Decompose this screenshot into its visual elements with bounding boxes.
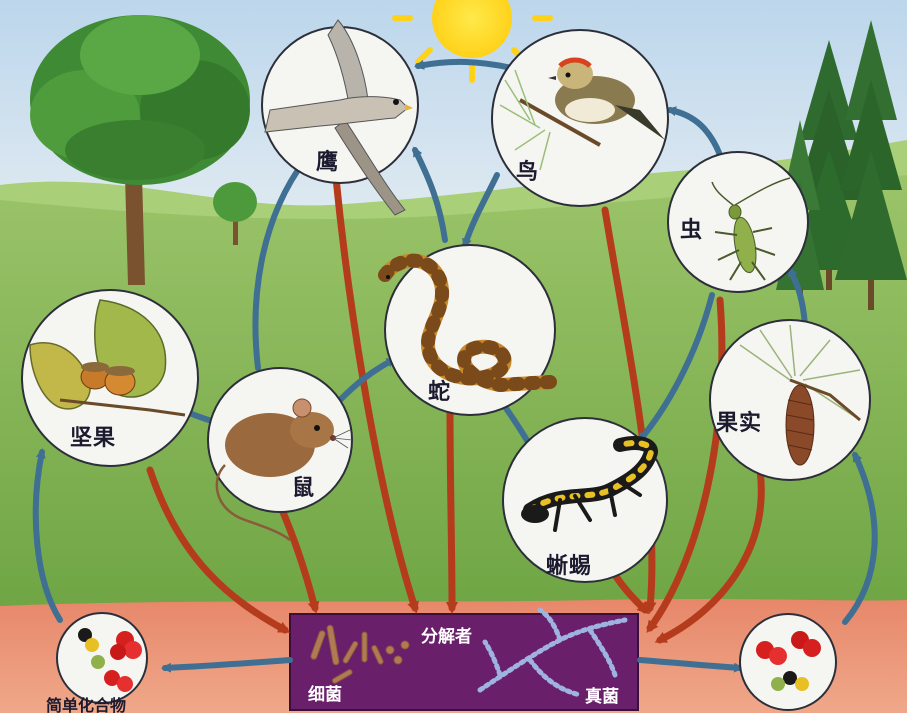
fungi-label: 真菌 bbox=[585, 682, 619, 707]
arrow-snake-to-hawk bbox=[415, 150, 445, 240]
arrow-fruit-to-insect bbox=[790, 270, 805, 325]
decay-arrow-fruit bbox=[660, 470, 761, 640]
insect-label: 虫 bbox=[680, 212, 703, 244]
arrow-bird-to-snake bbox=[465, 175, 497, 245]
simple-compounds-label: 简单化合物 bbox=[46, 692, 126, 713]
snake-label: 蛇 bbox=[428, 374, 451, 406]
arrow-compounds-to-nuts bbox=[36, 452, 60, 620]
arrow-bird-to-hawk bbox=[418, 62, 520, 70]
decay-arrow-mouse bbox=[280, 505, 315, 608]
fruit-label: 果实 bbox=[716, 405, 762, 437]
decomposers-title: 分解者 bbox=[421, 622, 472, 647]
arrow-decomposers-to-left-compounds bbox=[165, 660, 290, 668]
arrow-insect-to-bird bbox=[670, 110, 720, 155]
right-compounds-circle bbox=[740, 614, 836, 710]
decay-arrow-snake bbox=[450, 410, 452, 608]
lizard-label: 蜥蜴 bbox=[546, 548, 592, 580]
arrow-mouse-to-hawk bbox=[255, 160, 305, 368]
mouse-label: 鼠 bbox=[292, 470, 315, 502]
decay-arrow-lizard bbox=[615, 575, 645, 610]
arrow-insect-to-lizard bbox=[640, 295, 712, 440]
bacteria-label: 细菌 bbox=[308, 680, 342, 705]
nuts-label: 坚果 bbox=[70, 420, 116, 452]
bird-label: 鸟 bbox=[516, 154, 539, 186]
arrow-decomposers-to-right-compounds bbox=[640, 660, 740, 668]
decay-arrow-insect bbox=[650, 300, 722, 628]
arrow-compounds-to-fruit bbox=[845, 455, 875, 622]
hawk-label: 鹰 bbox=[316, 144, 339, 176]
